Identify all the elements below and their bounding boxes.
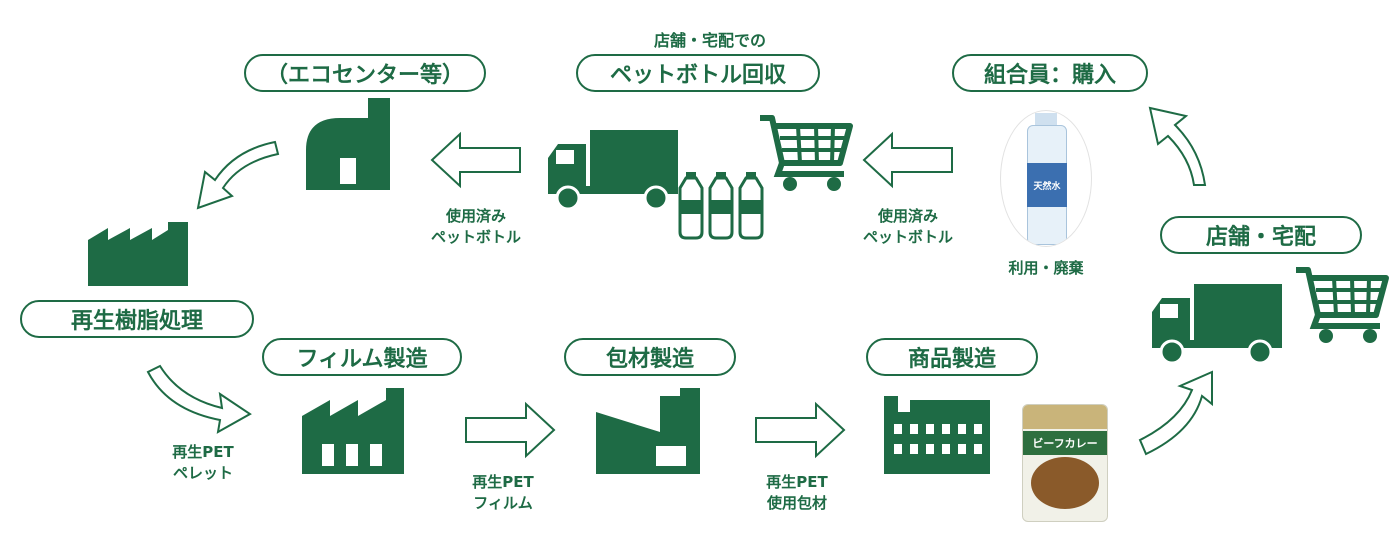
film-line1: 再生PET	[472, 473, 534, 491]
arrow-right-icon	[755, 403, 845, 457]
pellet-label: 再生PET ペレット	[158, 442, 248, 484]
step-product: 商品製造	[866, 338, 1038, 376]
step-eco-center: （エコセンター等）	[244, 54, 486, 92]
packaging-line2: 使用包材	[766, 494, 827, 512]
step-packaging: 包材製造	[564, 338, 736, 376]
pellet-line2: ペレット	[172, 464, 233, 482]
arrow-left-icon	[431, 133, 521, 187]
shopping-cart-icon	[1296, 270, 1386, 343]
packaging-line1: 再生PET	[766, 473, 828, 491]
used-bottle-line2: ペットボトル	[862, 228, 953, 246]
curved-arrow-up-icon	[1148, 106, 1207, 186]
curved-arrow-up-right-icon	[1138, 370, 1213, 456]
truck-icon	[1150, 282, 1284, 365]
product-factory-icon	[884, 396, 990, 474]
packaging-factory-icon	[596, 388, 700, 474]
truck-icon	[546, 128, 680, 211]
eco-center-icon	[306, 98, 390, 190]
pellet-line1: 再生PET	[172, 443, 234, 461]
used-bottle-label-right: 使用済み ペットボトル	[858, 206, 958, 248]
used-bottle-line1: 使用済み	[877, 207, 938, 225]
collection-pre-label: 店舗・宅配での	[653, 31, 766, 50]
step-collection: ペットボトル回収	[576, 54, 820, 92]
pet-bottles-icon	[678, 170, 764, 240]
step-member-purchase: 組合員：購入	[952, 54, 1148, 92]
step-film: フィルム製造	[262, 338, 462, 376]
water-bottle-photo: 天然水	[1000, 110, 1092, 247]
factory-icon	[88, 222, 188, 286]
arrow-right-icon	[465, 403, 555, 457]
bottle-label: 天然水	[1027, 163, 1067, 207]
curved-arrow-right-icon	[146, 364, 252, 434]
step-store-delivery: 店舗・宅配	[1160, 216, 1362, 254]
used-bottle-line1: 使用済み	[445, 207, 506, 225]
arrow-left-icon	[863, 133, 953, 187]
curry-label: ビーフカレー	[1023, 431, 1107, 455]
packaging-label: 再生PET 使用包材	[752, 472, 842, 514]
shopping-cart-icon	[760, 118, 850, 191]
curry-pouch-photo: ビーフカレー	[1022, 404, 1108, 522]
used-bottle-line2: ペットボトル	[430, 228, 521, 246]
film-line2: フィルム	[473, 494, 533, 512]
use-dispose-label: 利用・廃棄	[1008, 259, 1084, 277]
curved-arrow-down-icon	[196, 140, 280, 210]
film-factory-icon	[302, 388, 404, 474]
step-recycle: 再生樹脂処理	[20, 300, 254, 338]
used-bottle-label-left: 使用済み ペットボトル	[426, 206, 526, 248]
film-label: 再生PET フィルム	[458, 472, 548, 514]
